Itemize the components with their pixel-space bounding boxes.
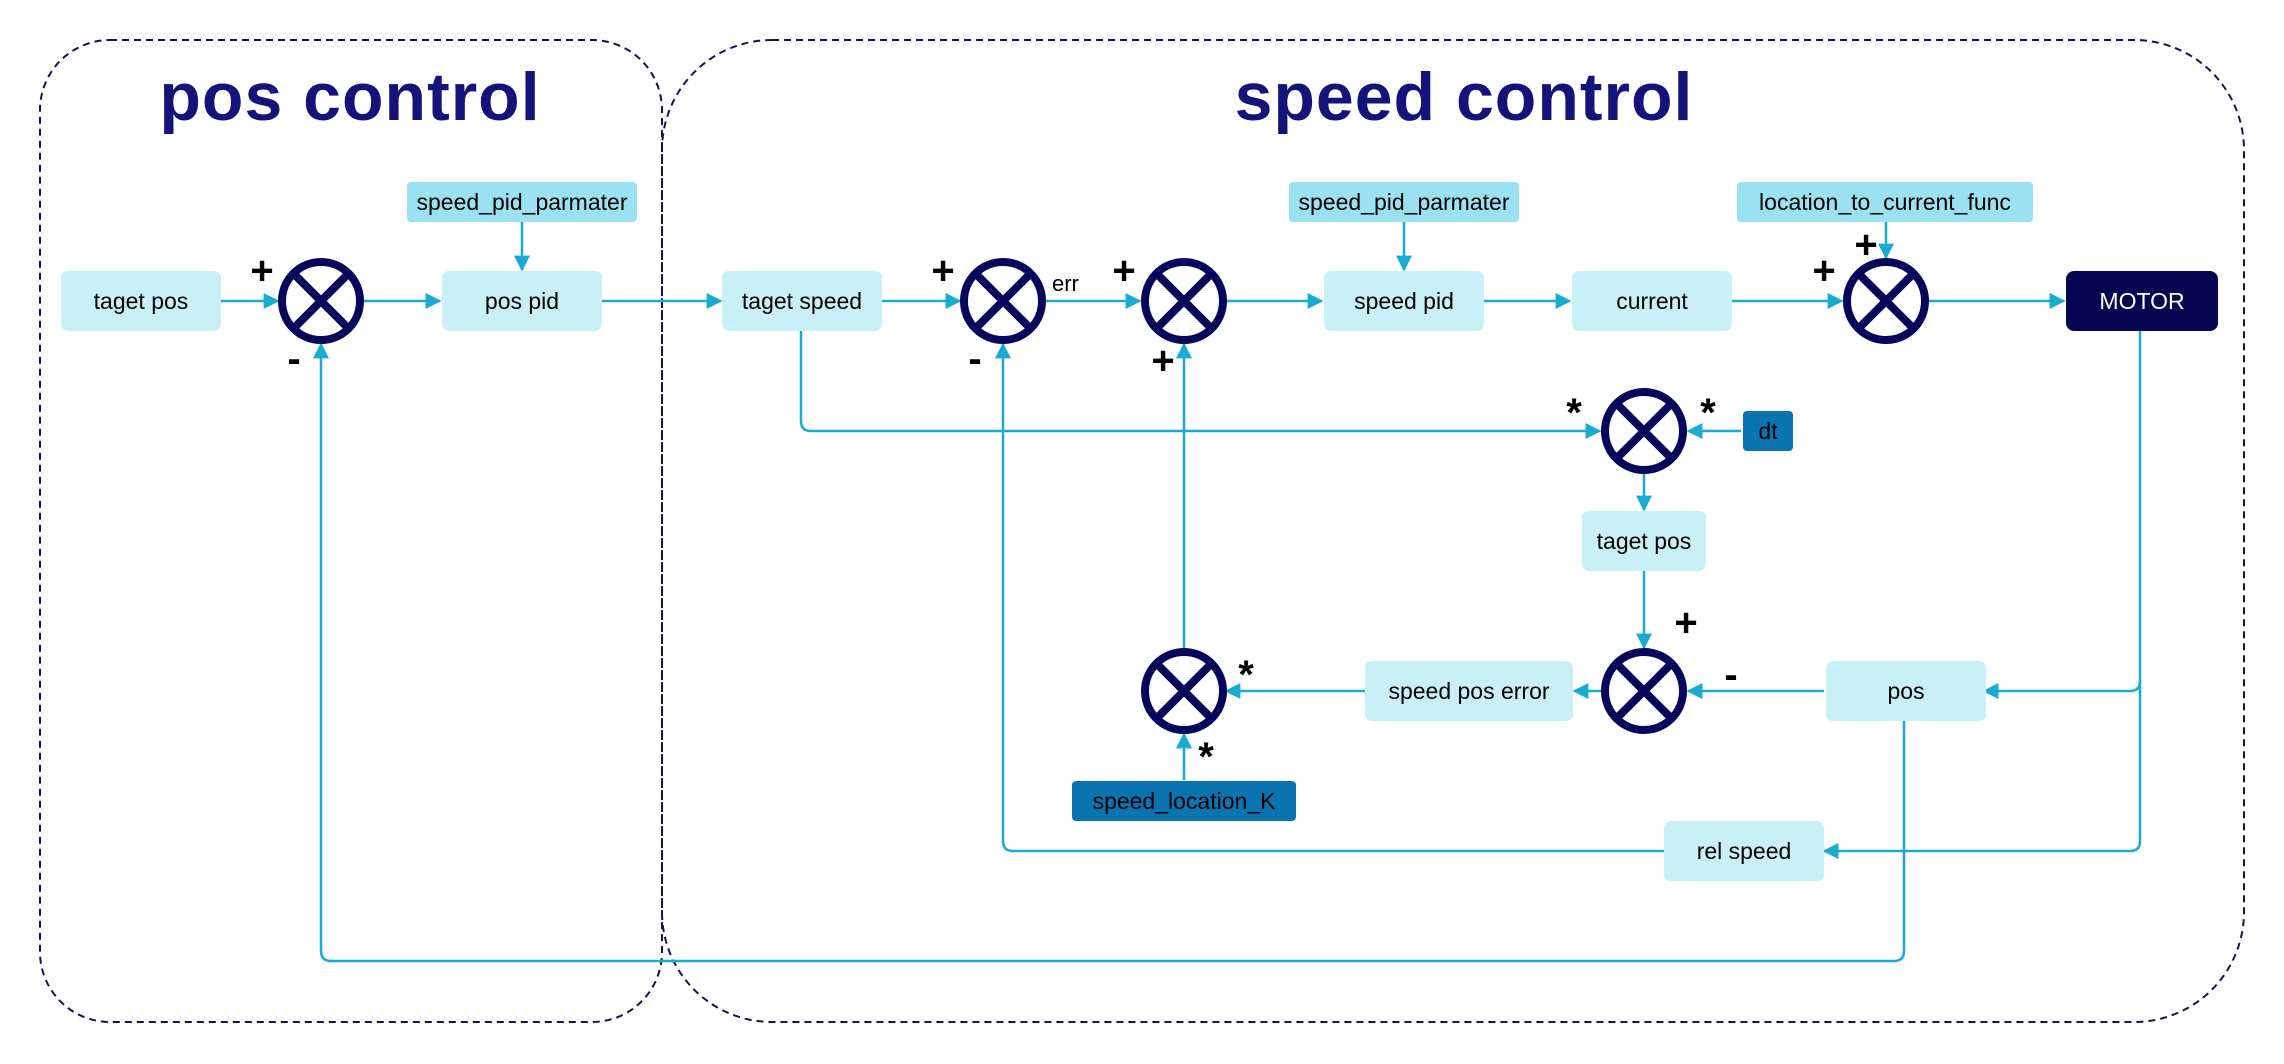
- sum1-plus-sign: +: [250, 249, 273, 293]
- circle-x-icon: [278, 258, 364, 344]
- pos-control-title: pos control: [159, 59, 540, 135]
- speed-control-title: speed control: [1235, 59, 1694, 135]
- mult2-star-bottom: *: [1198, 735, 1214, 779]
- circle-x-icon: [1141, 648, 1227, 734]
- svg-text:speed_pid_parmater: speed_pid_parmater: [1299, 189, 1510, 215]
- circle-x-icon: [1141, 258, 1227, 344]
- edge-pos-to-sum1: [313, 342, 1906, 963]
- edge-motor-to-rel-speed: [1822, 681, 2142, 859]
- node-speed-pos-error[interactable]: speed pos error: [1365, 661, 1573, 721]
- svg-text:pos pid: pos pid: [485, 288, 559, 314]
- node-motor[interactable]: MOTOR: [2066, 271, 2218, 331]
- circle-x-icon: [1601, 648, 1687, 734]
- node-taget-pos-input[interactable]: taget pos: [61, 271, 221, 331]
- svg-text:taget speed: taget speed: [742, 288, 862, 314]
- sum4-plus-sign: +: [1812, 249, 1835, 293]
- operator-labels: + - + - err + + + + * * + - * *: [250, 223, 1877, 779]
- circle-x-icon: [960, 258, 1046, 344]
- edge-taget-speed-to-mult: [799, 331, 1602, 439]
- node-location-to-current-func[interactable]: location_to_current_func: [1737, 182, 2033, 222]
- svg-text:speed pid: speed pid: [1354, 288, 1454, 314]
- sum3-plus-sign: +: [1112, 249, 1135, 293]
- sum3-plus-sign-bottom: +: [1151, 339, 1174, 383]
- svg-text:current: current: [1616, 288, 1688, 314]
- summing-junctions: [278, 258, 1929, 734]
- sum5-plus-sign: +: [1674, 601, 1697, 645]
- svg-text:speed pos error: speed pos error: [1388, 678, 1549, 704]
- sum1-minus-sign: -: [287, 337, 300, 381]
- sum4-plus-sign-top: +: [1854, 223, 1877, 267]
- sum2-plus-sign: +: [931, 249, 954, 293]
- svg-text:taget pos: taget pos: [1597, 528, 1692, 554]
- edge-rel-speed-to-sum2: [995, 342, 1664, 853]
- svg-text:location_to_current_func: location_to_current_func: [1759, 189, 2011, 215]
- svg-text:rel speed: rel speed: [1697, 838, 1792, 864]
- node-taget-speed[interactable]: taget speed: [722, 271, 882, 331]
- edge-motor-to-pos: [1982, 331, 2142, 699]
- svg-text:taget pos: taget pos: [94, 288, 189, 314]
- sum2-minus-sign: -: [968, 337, 981, 381]
- node-rel-speed[interactable]: rel speed: [1664, 821, 1824, 881]
- node-current[interactable]: current: [1572, 271, 1732, 331]
- connectors: [221, 222, 2142, 963]
- node-dt[interactable]: dt: [1743, 411, 1793, 451]
- mult1-star-right: *: [1700, 391, 1716, 435]
- mult1-star-left: *: [1566, 391, 1582, 435]
- circle-x-icon: [1843, 258, 1929, 344]
- node-taget-pos-calc[interactable]: taget pos: [1582, 511, 1706, 571]
- node-pos[interactable]: pos: [1826, 661, 1986, 721]
- err-label: err: [1052, 271, 1079, 296]
- svg-text:dt: dt: [1758, 418, 1778, 444]
- node-speed-location-k[interactable]: speed_location_K: [1072, 781, 1296, 821]
- svg-text:pos: pos: [1887, 678, 1924, 704]
- node-speed-pid[interactable]: speed pid: [1324, 271, 1484, 331]
- mult2-star-right: *: [1238, 653, 1254, 697]
- node-pos-pid-param[interactable]: speed_pid_parmater: [407, 182, 637, 222]
- node-speed-pid-param[interactable]: speed_pid_parmater: [1289, 182, 1519, 222]
- speed-control-group: [661, 39, 2245, 1023]
- svg-text:speed_location_K: speed_location_K: [1093, 788, 1277, 814]
- node-pos-pid[interactable]: pos pid: [442, 271, 602, 331]
- svg-text:MOTOR: MOTOR: [2099, 288, 2184, 314]
- sum5-minus-sign: -: [1724, 653, 1737, 697]
- svg-text:speed_pid_parmater: speed_pid_parmater: [417, 189, 628, 215]
- circle-x-icon: [1601, 388, 1687, 474]
